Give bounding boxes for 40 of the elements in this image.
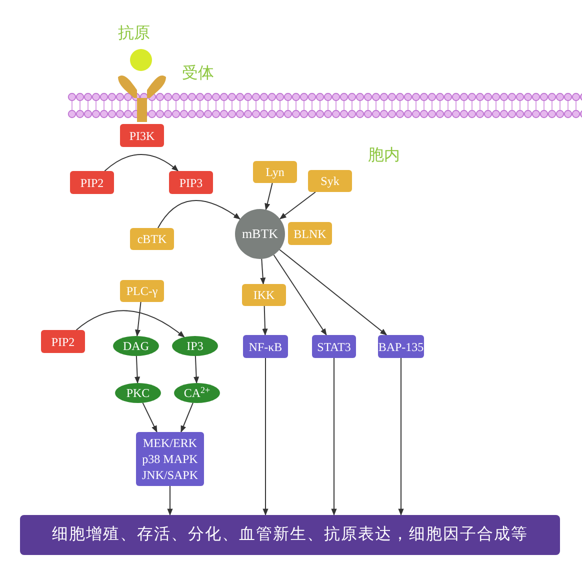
protein-box: BLNK: [288, 222, 332, 245]
molecule-ellipse: CA$^{2+}$: [174, 383, 220, 403]
arrow: [262, 306, 268, 336]
protein-box: STAT3: [312, 335, 356, 358]
protein-box: NF-κB: [243, 335, 288, 358]
arrow: [331, 358, 337, 516]
protein-box: IKK: [242, 284, 286, 306]
arrow: [264, 182, 273, 210]
arrow: [398, 358, 404, 516]
protein-box: PIP2: [41, 330, 85, 353]
arrow: [180, 402, 194, 433]
protein-box: PLC-γ: [120, 280, 164, 302]
arrow: [142, 402, 158, 433]
molecule-ellipse: IP3: [172, 336, 218, 356]
arrow: [76, 310, 185, 338]
arrow: [134, 356, 140, 384]
protein-box: PIP2: [70, 171, 114, 194]
protein-box: Syk: [308, 170, 352, 192]
region-label: 抗原: [118, 24, 150, 44]
protein-box: PIP3: [169, 171, 213, 194]
arrow: [104, 154, 179, 172]
molecule-ellipse: DAG: [113, 336, 159, 356]
arrow: [279, 249, 388, 336]
protein-box: cBTK: [130, 228, 174, 250]
arrow: [157, 200, 241, 228]
arrow: [135, 302, 142, 337]
region-label: 胞内: [368, 146, 400, 166]
protein-box: Lyn: [253, 161, 297, 183]
arrow: [279, 192, 316, 220]
arrow: [262, 358, 268, 516]
protein-box: MEK/ERK p38 MAPK JNK/SAPK: [136, 432, 204, 486]
arrow: [194, 356, 200, 384]
molecule-ellipse: PKC: [115, 383, 161, 403]
outcome-bar: 细胞增殖、存活、分化、血管新生、抗原表达，细胞因子合成等: [20, 515, 560, 555]
arrow: [167, 486, 173, 516]
protein-box: BAP-135: [378, 335, 424, 358]
arrow: [260, 258, 266, 285]
protein-box: PI3K: [120, 124, 164, 147]
region-label: 受体: [182, 64, 214, 84]
arrow: [273, 254, 327, 336]
